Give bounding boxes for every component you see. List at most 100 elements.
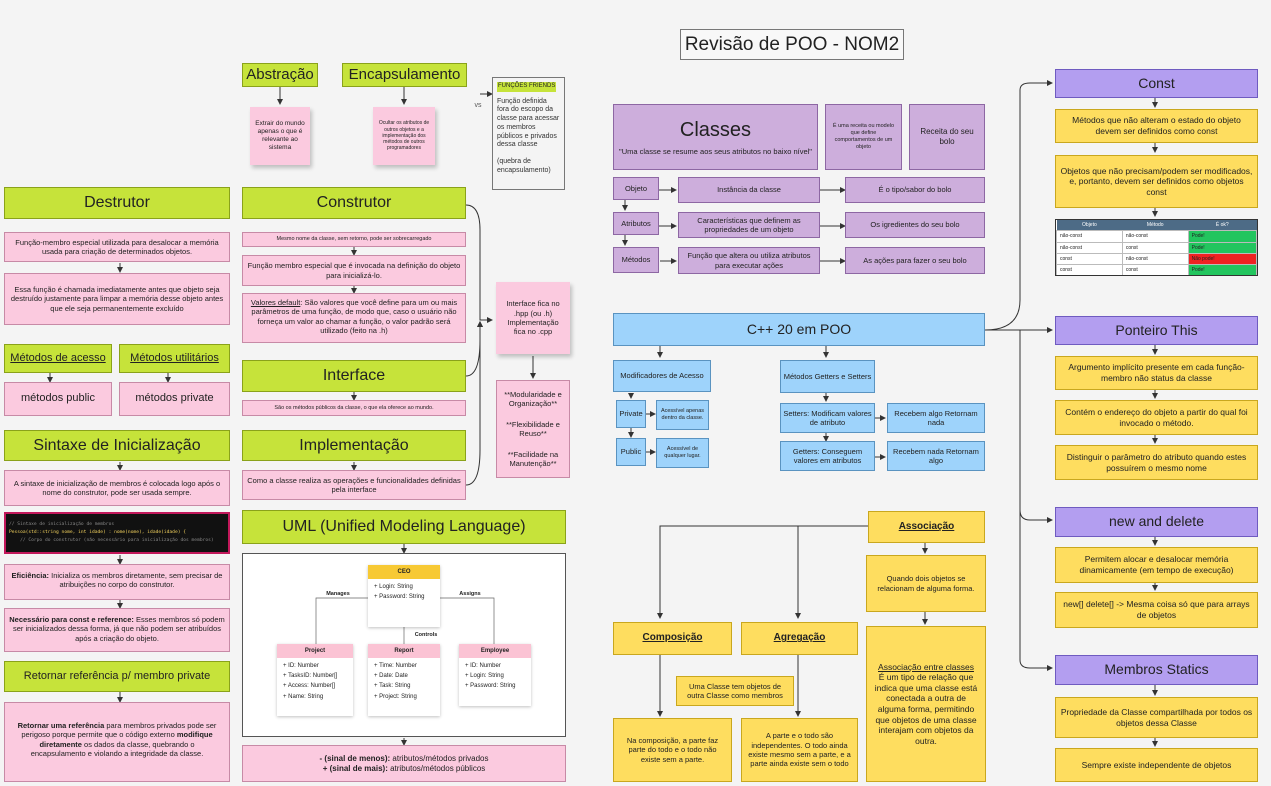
statics-header: Membros Statics xyxy=(1055,655,1258,685)
interface-header: Interface xyxy=(242,360,466,392)
const-header: Const xyxy=(1055,69,1258,98)
retornar-text-2: os dados da classe, quebrando o encapsul… xyxy=(30,739,204,759)
construtor-text-1: Mesmo nome da classe, sem retorno, pode … xyxy=(242,232,466,247)
implementacao-header: Implementação xyxy=(242,430,466,461)
uml-legend-minus: - (sinal de menos): atributos/métodos pr… xyxy=(320,754,489,764)
uml-employee-name: Employee xyxy=(459,644,531,658)
retornar-header: Retornar referência p/ membro private xyxy=(4,661,230,692)
vs-label: vs xyxy=(474,101,482,109)
row-objeto-analogy: É o tipo/sabor do bolo xyxy=(845,177,985,203)
uml-legend-plus-text: atributos/métodos públicos xyxy=(387,763,486,773)
sintaxe-text: A sintaxe de inicialização de membros é … xyxy=(4,470,230,506)
table-cell: não-const xyxy=(1056,230,1123,243)
uml-employee-field: + ID: Number xyxy=(465,663,501,669)
eficiencia-text: Inicializa os membros diretamente, sem p… xyxy=(49,571,223,590)
uml-report-name: Report xyxy=(368,644,440,658)
classes-receita: É uma receita ou modelo que define compo… xyxy=(825,104,902,170)
private-card: Private xyxy=(616,400,646,428)
table-cell: não-const xyxy=(1121,252,1189,266)
code-line-2: Pessoa(std::string nome, int idade) : no… xyxy=(9,530,187,536)
uml-legend-minus-text: atributos/métodos privados xyxy=(390,753,489,763)
uml-report-field: + Date: Date xyxy=(374,673,408,680)
newdelete-header: new and delete xyxy=(1055,507,1258,537)
interface-files-sticky: Interface fica no .hpp (ou .h) Implement… xyxy=(496,282,570,354)
interface-text: São os métodos públicos da classe, o que… xyxy=(242,400,466,416)
classes-bolo: Receita do seu bolo xyxy=(909,104,985,170)
row-atributos-desc: Características que definem as proprieda… xyxy=(678,212,820,238)
agregacao-header: Agregação xyxy=(741,622,858,655)
retornar-bold-2: modifique diretamente xyxy=(39,730,213,749)
row-metodos-label: Métodos xyxy=(613,247,659,273)
table-cell: const xyxy=(1056,263,1123,275)
uml-project-field: + TasksID: Number[] xyxy=(283,673,338,680)
row-atributos-analogy: Os igredientes do seu bolo xyxy=(845,212,985,238)
code-line-3: // Corpo do construtor (não necessário p… xyxy=(9,537,214,543)
setters-result: Recebem algo Retornam nada xyxy=(887,403,985,433)
table-cell-bad: Não pode! xyxy=(1187,252,1257,266)
metodos-private-card: métodos private xyxy=(119,382,230,416)
necessario-card: Necessário para const e reference: Esses… xyxy=(4,608,230,652)
code-block: // Sintaxe de inicialização de membros P… xyxy=(4,512,230,554)
abstracao-sticky: Extrair do mundo apenas o que é relevant… xyxy=(250,107,310,165)
this-text-3: Distinguir o parâmetro do atributo quand… xyxy=(1055,445,1258,480)
destrutor-text-2: Essa função é chamada imediatamente ante… xyxy=(4,273,230,325)
eficiencia-card: Eficiência: Inicializa os membros direta… xyxy=(4,564,230,600)
statics-text-1: Propriedade da Classe compartilhada por … xyxy=(1055,697,1258,738)
friends-title: FUNÇÕES FRIENDS xyxy=(497,82,557,92)
private-desc: Acessível apenas dentro da classe. xyxy=(656,400,709,430)
table-cell-ok: Pode! xyxy=(1187,263,1257,275)
classes-quote: "Uma classe se resume aos seus atributos… xyxy=(619,146,812,156)
newdelete-text-1: Permitem alocar e desalocar memória dina… xyxy=(1055,547,1258,583)
destrutor-text-1: Função-membro especial utilizada para de… xyxy=(4,232,230,262)
composicao-header: Composição xyxy=(613,622,732,655)
uml-label-assigns: Assigns xyxy=(459,590,481,597)
row-objeto-label: Objeto xyxy=(613,177,659,200)
uml-ceo-field: + Password: String xyxy=(374,594,425,601)
this-text-2: Contém o endereço do objeto a partir do … xyxy=(1055,400,1258,435)
table-cell-ok: Pode! xyxy=(1187,241,1257,254)
uml-report-field: + Time: Number xyxy=(374,663,417,669)
beneficio-3: **Facilidade na Manutenção** xyxy=(507,449,559,468)
friends-note: (quebra de encapsulamento) xyxy=(497,158,551,174)
uml-class-ceo: CEO + Login: String+ Password: String xyxy=(368,565,440,627)
associacao-classes-label: Associação entre classes xyxy=(878,661,974,672)
destrutor-header: Destrutor xyxy=(4,187,230,219)
uml-class-employee: Employee + ID: Number+ Login: String+ Pa… xyxy=(459,644,531,706)
table-cell: const xyxy=(1121,263,1189,275)
associacao-text-2: Associação entre classes É um tipo de re… xyxy=(866,626,986,782)
valores-default-text: : São valores que você define para um ou… xyxy=(251,298,458,336)
getters-card: Getters: Conseguem valores em atributos xyxy=(780,441,875,471)
table-cell: const xyxy=(1056,252,1123,266)
uml-legend-card: - (sinal de menos): atributos/métodos pr… xyxy=(242,745,566,782)
retornar-text-1: para membros privados pode ser perigoso … xyxy=(21,721,217,740)
uml-ceo-field: + Login: String xyxy=(374,584,413,590)
metodos-public-card: métodos public xyxy=(4,382,112,416)
uml-legend-plus: + (sinal de mais): atributos/métodos púb… xyxy=(323,764,486,774)
sintaxe-header: Sintaxe de Inicialização xyxy=(4,430,230,461)
valores-default-label: Valores default xyxy=(250,298,301,307)
const-text-2: Objetos que não precisam/podem ser modif… xyxy=(1055,155,1258,208)
table-cell-ok: Pode! xyxy=(1187,230,1257,243)
uml-project-field: + ID: Number xyxy=(283,663,319,669)
getters-result: Recebem nada Retornam algo xyxy=(887,441,985,471)
uml-label-manages: Manages xyxy=(326,590,350,597)
table-cell: não-const xyxy=(1121,230,1189,243)
const-table-header: Método xyxy=(1122,220,1189,231)
uml-label-controls: Controls xyxy=(414,631,438,638)
row-objeto-desc: Instância da classe xyxy=(678,177,820,203)
associacao-header: Associação xyxy=(868,511,985,543)
classes-title: Classes xyxy=(679,118,752,141)
classes-card: Classes "Uma classe se resume aos seus a… xyxy=(613,104,818,170)
necessario-label: Necessário para const e reference: xyxy=(9,615,134,624)
beneficios-card: **Modularidade e Organização** **Flexibi… xyxy=(496,380,570,478)
modificadores-card: Modificadores de Acesso xyxy=(613,360,711,392)
cpp-header: C++ 20 em POO xyxy=(613,313,985,346)
construtor-text-2: Função membro especial que é invocada na… xyxy=(242,255,466,286)
